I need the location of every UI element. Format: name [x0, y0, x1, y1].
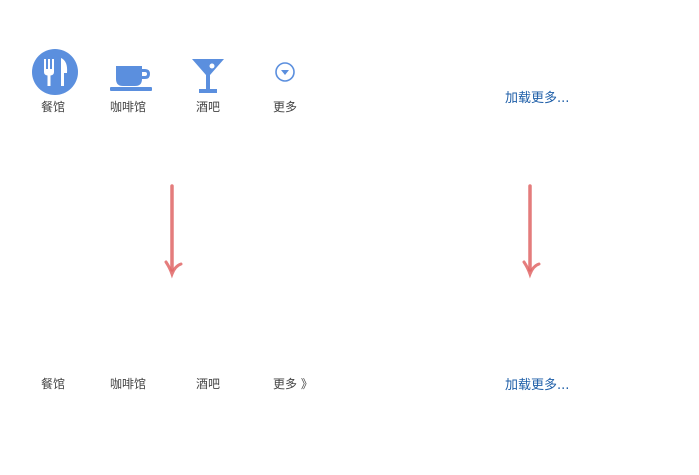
nav-link-bar[interactable]: 酒吧 [196, 377, 221, 391]
nav-item-label: 更多 [273, 100, 298, 114]
load-more-link[interactable]: 加载更多... [505, 91, 570, 106]
nav-link-restaurant[interactable]: 餐馆 [41, 377, 66, 391]
down-arrow-icon [158, 182, 188, 282]
nav-link-cafe[interactable]: 咖啡馆 [110, 377, 147, 391]
nav-item-label: 酒吧 [196, 100, 221, 114]
nav-link-more[interactable]: 更多 》 [273, 377, 313, 391]
nav-item-label: 咖啡馆 [110, 100, 147, 114]
restaurant-icon [31, 48, 79, 96]
nav-item-label: 餐馆 [41, 100, 66, 114]
coffee-cup-icon [108, 60, 154, 94]
cocktail-glass-icon [189, 56, 227, 96]
load-more-link[interactable]: 加载更多... [505, 378, 570, 393]
down-arrow-icon [516, 182, 546, 282]
chevron-down-circle-icon [274, 61, 296, 83]
